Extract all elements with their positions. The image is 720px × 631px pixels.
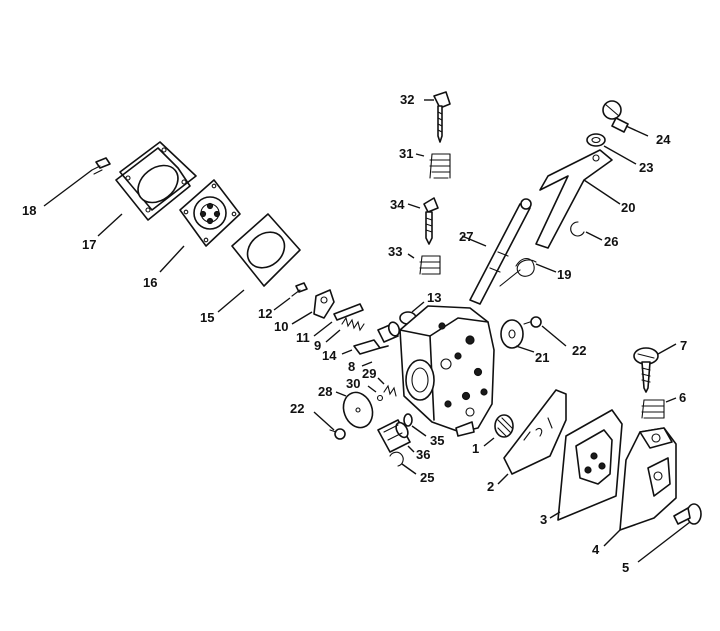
label-17: 17 [82,237,96,252]
label-13: 13 [427,290,441,305]
label-12: 12 [258,306,272,321]
part-25-clip [389,451,417,475]
label-21: 21 [535,350,549,365]
label-31: 31 [399,146,413,161]
label-30: 30 [346,376,360,391]
part-7-screw [633,343,677,393]
part-4-cover [603,427,677,547]
part-19-spring [499,257,557,287]
label-32: 32 [400,92,414,107]
part-9-spring [325,316,365,343]
part-17-cover-plate [97,141,197,237]
label-6: 6 [679,390,686,405]
label-35: 35 [430,433,444,448]
part-1-screen [483,414,514,447]
part-2-gasket [497,389,567,485]
label-8: 8 [348,359,355,374]
label-2: 2 [487,479,494,494]
carburetor-body [399,305,495,437]
label-16: 16 [143,275,157,290]
label-23: 23 [639,160,653,175]
part-23-washer [586,133,637,165]
label-1: 1 [472,441,479,456]
label-36: 36 [416,447,430,462]
label-29: 29 [362,366,376,381]
label-14: 14 [322,348,337,363]
part-8-bushing [361,321,401,367]
label-24: 24 [656,132,671,147]
part-22-screw-left [313,411,346,440]
label-22-left: 22 [290,401,304,416]
label-3: 3 [540,512,547,527]
part-31-spring [415,153,451,179]
label-7: 7 [680,338,687,353]
label-4: 4 [592,542,600,557]
part-14-needle [341,339,389,355]
label-9: 9 [314,338,321,353]
part-36-fitting [377,419,415,453]
label-28: 28 [318,384,332,399]
part-21-washer [500,319,535,353]
part-35-oring [403,413,427,437]
label-18: 18 [22,203,36,218]
part-20-lever [535,149,621,249]
part-33-spring [407,253,441,275]
label-15: 15 [200,310,214,325]
part-27-throttle-shaft [461,198,532,305]
part-6-spring [641,397,677,419]
part-18-screw [43,157,111,207]
part-29-spring [377,377,397,397]
part-24-screw [602,100,649,137]
label-27: 27 [459,229,473,244]
label-33: 33 [388,244,402,259]
label-26: 26 [604,234,618,249]
label-34: 34 [390,197,405,212]
part-30-pin [367,385,384,402]
label-10: 10 [274,319,288,334]
part-3-diaphragm [549,409,623,521]
label-5: 5 [622,560,629,575]
part-28-disc [335,391,374,429]
label-11: 11 [296,330,310,345]
label-22-right: 22 [572,343,586,358]
part-10-lever [291,289,335,325]
part-26-clip [570,221,603,241]
part-15-gasket [217,213,301,313]
part-16-diaphragm [159,179,241,273]
part-12-screw [273,282,308,311]
label-20: 20 [621,200,635,215]
part-22-screw-right [523,316,567,347]
part-34-screw [407,197,439,245]
part-labels: 1 2 3 4 5 6 7 8 9 10 11 12 13 14 15 16 1… [22,92,687,575]
part-5-screw [637,503,702,563]
label-19: 19 [557,267,571,282]
part-11-pin [313,303,364,337]
label-25: 25 [420,470,434,485]
part-32-screw [424,91,451,143]
